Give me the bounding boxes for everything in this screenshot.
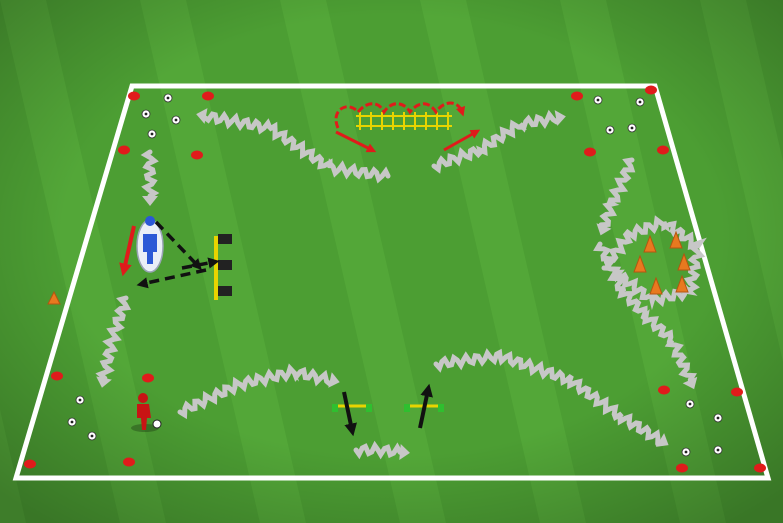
run-path-6 [353, 440, 403, 460]
pass-arrow-1 [154, 220, 202, 271]
run-path-arrowhead [596, 223, 612, 236]
run-path-arrowhead [328, 372, 340, 388]
soccer-ball [163, 93, 173, 103]
tall-cone [677, 252, 691, 271]
red-disc-cone [645, 85, 657, 95]
disc-cones [24, 85, 766, 473]
soccer-ball [713, 413, 723, 423]
mini-hurdles [332, 383, 444, 437]
soccer-ball [141, 109, 151, 119]
soccer-ball [593, 95, 603, 105]
run-path-2 [431, 109, 560, 174]
red-disc-cone [676, 463, 688, 473]
soccer-ball [75, 395, 85, 405]
soccer-ball [627, 123, 637, 133]
soccer-ball [685, 399, 695, 409]
cone-slalom-circle [633, 230, 691, 295]
mannequin-pass-station [119, 216, 232, 300]
red-disc-cone [202, 91, 214, 101]
tall-cone [675, 274, 689, 293]
run-path-arrowhead [554, 110, 566, 126]
pass-gate-block-3 [218, 286, 232, 296]
run-path-10 [601, 215, 707, 311]
pass-gate-block-1 [218, 234, 232, 244]
soccer-ball [87, 431, 97, 441]
field-boundary [12, 83, 772, 481]
red-disc-cone [584, 147, 596, 157]
run-path-arrowhead [142, 196, 158, 206]
run-path-arrowhead [682, 376, 698, 390]
run-path-9 [593, 241, 697, 383]
run-path-arrowhead [655, 433, 669, 447]
run-paths [95, 108, 707, 460]
agility-ladder [356, 112, 452, 130]
run-path-arrowhead [612, 269, 625, 283]
red-disc-cone [754, 463, 766, 473]
run-path-8 [598, 157, 636, 228]
red-disc-cone [118, 145, 130, 155]
red-disc-cone [142, 373, 154, 383]
red-disc-cone [24, 459, 36, 469]
hurdle-arrow-down [342, 391, 357, 437]
red-disc-cone [191, 150, 203, 160]
ladder-dribble-arrow [334, 101, 466, 129]
tall-cone [633, 254, 647, 273]
run-path-arrowhead [96, 376, 112, 388]
run-path-3 [140, 149, 160, 199]
mannequin-figure [143, 216, 157, 264]
soccer-ball [171, 115, 181, 125]
red-disc-cone [658, 385, 670, 395]
dribble-arrow-down [119, 225, 136, 277]
orange-cone-left [47, 290, 61, 305]
red-disc-cone [571, 91, 583, 101]
soccer-ball [713, 445, 723, 455]
run-path-arrowhead [399, 444, 410, 460]
red-disc-cone [123, 457, 135, 467]
player-red [131, 393, 162, 432]
run-path-7 [433, 348, 661, 447]
soccer-ball [147, 129, 157, 139]
red-disc-cone [128, 91, 140, 101]
run-path-4 [95, 295, 132, 381]
soccer-ball [67, 417, 77, 427]
pass-gate-post-left [214, 236, 218, 300]
soccer-ball [635, 97, 645, 107]
hurdle-left [332, 404, 372, 412]
run-path-1 [203, 110, 391, 184]
soccer-balls [67, 93, 723, 457]
red-disc-cone [731, 387, 743, 397]
soccer-ball [681, 447, 691, 457]
pass-arrow-2 [136, 268, 207, 289]
hurdle-arrow-up [418, 383, 433, 429]
tall-cone [649, 276, 663, 295]
ladder-entry-arrow [335, 130, 377, 153]
run-path-5 [177, 363, 332, 420]
run-path-arrowhead [196, 108, 208, 124]
tall-cone [643, 234, 657, 253]
pass-gate-block-2 [218, 260, 232, 270]
ladder-exit-arrow [443, 129, 481, 152]
pass-arrow-3 [181, 257, 220, 270]
tall-cone [669, 230, 683, 249]
soccer-ball [605, 125, 615, 135]
red-disc-cone [657, 145, 669, 155]
red-disc-cone [51, 371, 63, 381]
